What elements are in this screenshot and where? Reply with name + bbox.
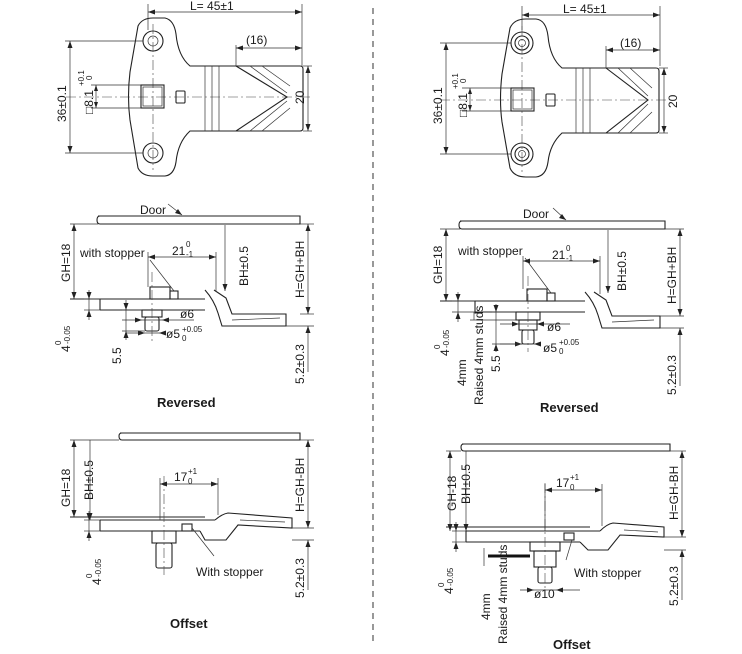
- four-tol-upper: 0: [54, 340, 63, 345]
- four-tol-upper: 0: [437, 582, 446, 587]
- phi5-tol-lower: 0: [559, 347, 564, 356]
- length-dimension-label: L= 45±1: [190, 0, 234, 13]
- square-dimension-label: □8.1: [82, 90, 96, 114]
- offset-caption: Offset: [553, 637, 591, 652]
- four-dimension-label: 4: [59, 345, 73, 352]
- phi6-label: ø6: [547, 320, 561, 334]
- dim-5-2-label: 5.2±0.3: [293, 558, 307, 598]
- height-dimension-label: 36±0.1: [431, 87, 445, 124]
- bh-dimension-label: BH±0.5: [237, 246, 251, 286]
- bh-dimension-label: BH±0.5: [615, 251, 629, 291]
- top-right-plan-view: L= 45±1 (16) 36±0.1: [431, 2, 680, 178]
- gh-dimension-label: GH-18: [445, 475, 459, 511]
- square-tolerance-lower: 0: [85, 75, 94, 80]
- phi5-label: ø5: [543, 341, 557, 355]
- door-label: Door: [523, 207, 549, 221]
- dim21-tol-upper: 0: [186, 240, 191, 249]
- phi10-label: ø10: [534, 587, 555, 601]
- phi5-tol-lower: 0: [182, 334, 187, 343]
- with-stopper-label: with stopper: [79, 246, 145, 260]
- four-tol-lower: -0.05: [442, 329, 451, 348]
- middle-left-reversed-view: Door GH=18 with stopper 21 0 -1: [54, 203, 314, 410]
- raised-studs-label: Raised 4mm studs: [496, 545, 510, 644]
- dim-5-2-label: 5.2±0.3: [667, 566, 681, 606]
- raised-4mm-label: 4mm: [479, 593, 493, 620]
- door-label: Door: [140, 203, 166, 217]
- dim21-tol-lower: -1: [566, 254, 574, 263]
- top-left-plan-view: L= 45±1 (16) 36±0.1: [55, 0, 312, 177]
- dim21-tol-upper: 0: [566, 244, 571, 253]
- offset-caption: Offset: [170, 616, 208, 631]
- slot-dimension-label: (16): [620, 36, 641, 50]
- gh-dimension-label: GH=18: [59, 468, 73, 507]
- gh-dimension-label: GH=18: [431, 245, 445, 284]
- bottom-left-offset-view: GH=18 BH±0.5 17 +1 0 H=GH-BH: [59, 432, 314, 631]
- dim17-label: 17: [174, 470, 188, 484]
- dim21-label: 21: [552, 248, 566, 262]
- length-dimension-label: L= 45±1: [563, 2, 607, 16]
- four-tol-upper: 0: [85, 573, 94, 578]
- dim17-label: 17: [556, 476, 570, 490]
- dim17-tol-lower: 0: [570, 483, 575, 492]
- phi5-tol-upper: +0.05: [182, 325, 203, 334]
- phi5-label: ø5: [166, 327, 180, 341]
- square-tolerance-lower: 0: [459, 78, 468, 83]
- middle-right-reversed-view: Door GH=18 with stopper 21 0 -1 BH±0.5: [431, 207, 684, 415]
- dim17-tol-upper: +1: [188, 467, 198, 476]
- slot-dimension-label: (16): [246, 33, 267, 47]
- four-tol-upper: 0: [433, 344, 442, 349]
- h-dimension-label: H=GH-BH: [667, 466, 681, 520]
- height-dimension-label: 36±0.1: [55, 85, 69, 122]
- four-tol-lower: -0.05: [63, 325, 72, 344]
- square-dimension-label: □8.1: [456, 93, 470, 117]
- dim17-tol-upper: +1: [570, 473, 580, 482]
- phi6-label: ø6: [180, 307, 194, 321]
- dim-5-2-label: 5.2±0.3: [665, 355, 679, 395]
- reversed-caption: Reversed: [540, 400, 599, 415]
- phi5-tol-upper: +0.05: [559, 338, 580, 347]
- raised-studs-label: Raised 4mm studs: [472, 306, 486, 405]
- square-tolerance-upper: +0.1: [451, 73, 460, 89]
- with-stopper-label: with stopper: [457, 244, 523, 258]
- width-dimension-label: 20: [666, 94, 680, 108]
- h-dimension-label: H=GH+BH: [665, 247, 679, 304]
- dim17-tol-lower: 0: [188, 477, 193, 486]
- square-tolerance-upper: +0.1: [77, 70, 86, 86]
- bh-dimension-label: BH±0.5: [459, 464, 473, 504]
- dim-5-5-label: 5.5: [489, 355, 503, 372]
- with-stopper-label: With stopper: [196, 565, 263, 579]
- bottom-right-offset-view: GH-18 BH±0.5 17 +1 0 H=GH-BH: [437, 443, 686, 652]
- four-dimension-label: 4: [90, 578, 104, 585]
- dim-5-2-label: 5.2±0.3: [293, 344, 307, 384]
- four-tol-lower: -0.05: [94, 558, 103, 577]
- four-tol-lower: -0.05: [446, 567, 455, 586]
- width-dimension-label: 20: [293, 90, 307, 104]
- gh-dimension-label: GH=18: [59, 243, 73, 282]
- raised-4mm-label: 4mm: [455, 359, 469, 386]
- h-dimension-label: H=GH-BH: [293, 458, 307, 512]
- dim21-label: 21: [172, 244, 186, 258]
- dim21-tol-lower: -1: [186, 250, 194, 259]
- bh-dimension-label: BH±0.5: [82, 460, 96, 500]
- four-dimension-label: 4: [438, 349, 452, 356]
- dim-5-5-label: 5.5: [110, 347, 124, 364]
- four-dimension-label: 4: [442, 587, 456, 594]
- reversed-caption: Reversed: [157, 395, 216, 410]
- h-dimension-label: H=GH+BH: [293, 241, 307, 298]
- with-stopper-label: With stopper: [574, 566, 641, 580]
